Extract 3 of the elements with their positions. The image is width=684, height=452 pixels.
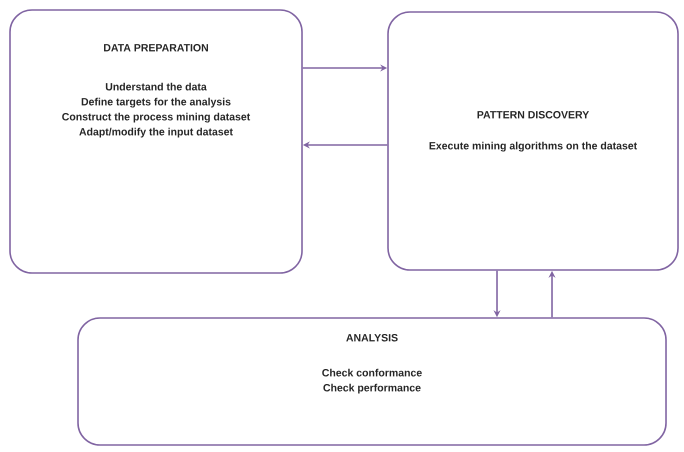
process-box: DATA PREPARATION Understand the data Define targets for the analysis Construct the process mining dataset Adapt/modify the input dataset [9, 9, 303, 274]
process-box: ANALYSIS Check conformance Check performance [77, 317, 667, 446]
process-box: PATTERN DISCOVERY Execute mining algorithms on the dataset [387, 11, 679, 271]
